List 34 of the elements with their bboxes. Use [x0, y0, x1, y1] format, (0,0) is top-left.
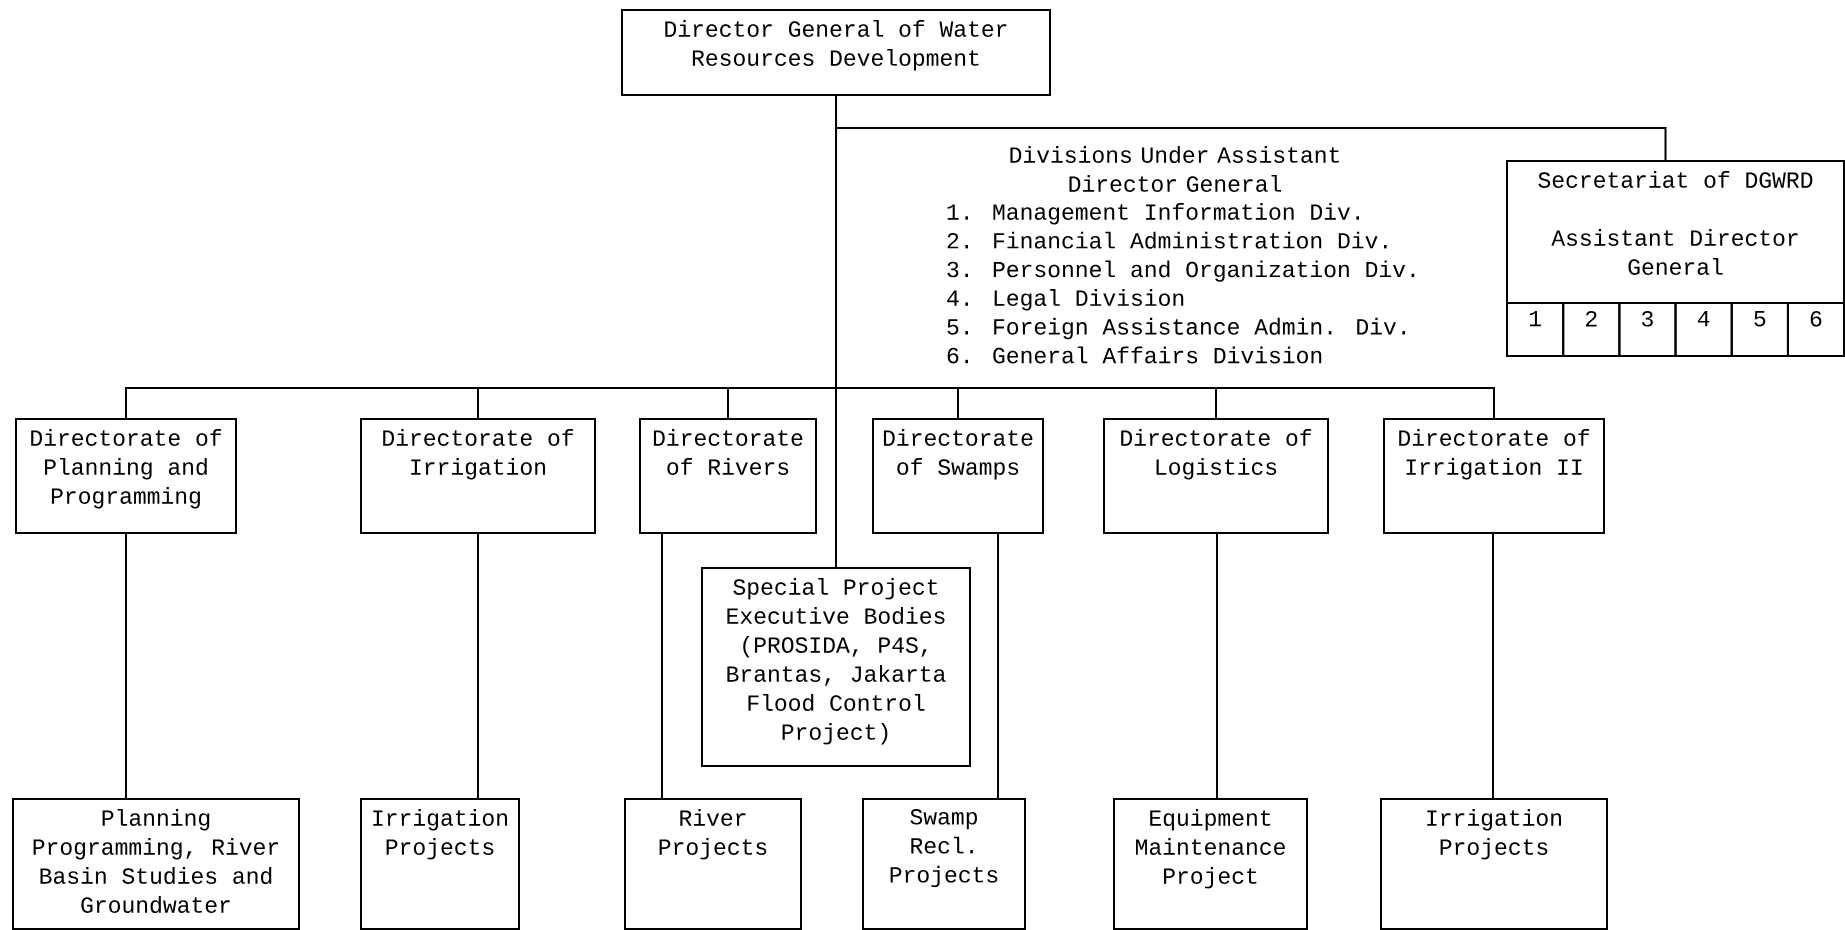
- directorate-box: Directorate of Irrigation: [360, 418, 596, 534]
- division-cell: 1: [1506, 302, 1565, 357]
- list-heading: Divisions Under Assistant Director General: [1010, 146, 1339, 192]
- division-cell: 4: [1674, 302, 1733, 357]
- connector-line: [997, 533, 999, 799]
- directorate-box: Directorate of Swamps: [872, 418, 1044, 534]
- connector-line: [1216, 533, 1218, 799]
- director-box: Director General of Water Resources Development: [621, 9, 1051, 96]
- directorate-box: Directorate of Irrigation II: [1383, 418, 1605, 534]
- connector-line: [125, 533, 127, 799]
- connector-line: [661, 533, 663, 799]
- list-item: 2. Financial Administration Div.: [947, 231, 1387, 249]
- project-box: Irrigation Projects: [360, 798, 520, 930]
- list-item: 4. Legal Division: [947, 289, 1184, 311]
- connector-line: [477, 533, 479, 799]
- project-box: Swamp Recl. Projects: [862, 798, 1026, 930]
- directorate-box: Directorate of Rivers: [639, 418, 817, 534]
- division-cell: 2: [1562, 302, 1621, 357]
- project-box: Equipment Maintenance Project: [1113, 798, 1308, 930]
- project-box: Planning Programming, River Basin Studies and Groundwater: [12, 798, 300, 930]
- project-box: Special Project Executive Bodies (PROSIDA, P4S, Brantas, Jakarta Flood Control Project): [701, 567, 971, 767]
- list-item: 3. Personnel and Organization Div.: [947, 260, 1415, 282]
- division-cell: 5: [1730, 302, 1789, 357]
- division-cell: 3: [1618, 302, 1677, 357]
- directorate-box: Directorate of Planning and Programming: [15, 418, 237, 534]
- division-cell: 6: [1786, 302, 1845, 357]
- connector-line: [1492, 533, 1494, 799]
- project-box: Irrigation Projects: [1380, 798, 1608, 930]
- list-item: 1. Management Information Div.: [947, 203, 1360, 225]
- list-item: 5. Foreign Assistance Admin. Div.: [947, 317, 1406, 340]
- list-item: 6. General Affairs Division: [947, 346, 1322, 364]
- directorate-box: Directorate of Logistics: [1103, 418, 1329, 534]
- project-box: River Projects: [624, 798, 802, 930]
- connector-line: [835, 95, 837, 568]
